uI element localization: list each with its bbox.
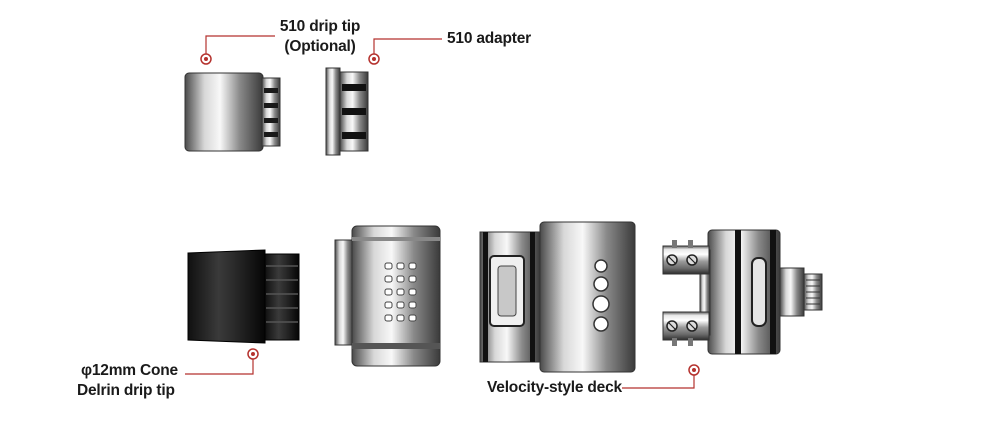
velocity-deck bbox=[662, 229, 823, 355]
callout-drip-tip-510 bbox=[200, 35, 275, 65]
label-cone-drip-tip-line1: φ12mm Cone bbox=[81, 362, 178, 379]
tank-sleeve bbox=[479, 221, 636, 373]
adapter-510 bbox=[325, 67, 369, 156]
callout-cone-drip-tip bbox=[185, 348, 259, 375]
label-cone-drip-tip-line2: Delrin drip tip bbox=[77, 382, 175, 399]
label-adapter-510: 510 adapter bbox=[447, 30, 531, 47]
label-cone-drip-tip: φ12mm Cone Delrin drip tip bbox=[77, 361, 178, 401]
drip-tip-510 bbox=[184, 72, 281, 152]
callout-adapter-510 bbox=[368, 38, 442, 65]
label-velocity-deck: Velocity-style deck bbox=[487, 379, 622, 396]
label-drip-tip-510-line1: 510 drip tip bbox=[279, 18, 361, 35]
cone-delrin-drip-tip bbox=[187, 249, 300, 344]
callout-velocity-deck bbox=[622, 364, 700, 389]
label-drip-tip-510-line2: (Optional) bbox=[284, 38, 356, 55]
top-cap bbox=[334, 225, 441, 367]
label-drip-tip-510: 510 drip tip (Optional) bbox=[270, 17, 370, 57]
